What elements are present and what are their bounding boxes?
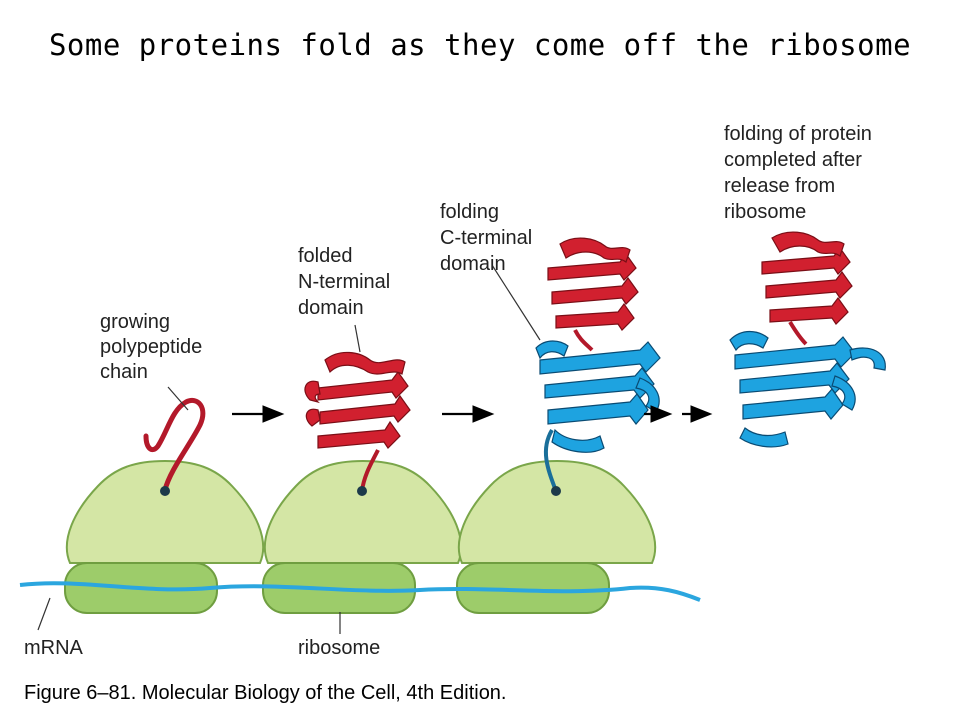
label-folding-completed: folding of protein completed after relea… bbox=[724, 123, 877, 223]
ribosome-2 bbox=[262, 459, 463, 614]
exit-site bbox=[357, 486, 367, 496]
ribosome-large-subunit bbox=[457, 459, 657, 564]
label-mrna: mRNA bbox=[24, 637, 84, 659]
label-ribosome: ribosome bbox=[298, 637, 380, 659]
n-terminal-domain bbox=[547, 237, 639, 331]
n-domain-stage2 bbox=[304, 351, 411, 496]
n-terminal-domain bbox=[761, 231, 853, 325]
label-folded-n-domain: folded N-terminal domain bbox=[298, 245, 396, 319]
exit-site bbox=[551, 486, 561, 496]
folded-pointer-line bbox=[354, 324, 361, 353]
label-folding-c-domain: folding C-terminal domain bbox=[440, 201, 538, 275]
figure-caption: Figure 6–81. Molecular Biology of the Ce… bbox=[24, 682, 507, 704]
slide-title: Some proteins fold as they come off the … bbox=[48, 28, 912, 62]
growing-chain bbox=[143, 398, 206, 496]
c-terminal-domain bbox=[729, 330, 886, 448]
mrna-strand bbox=[19, 581, 701, 602]
c-terminal-domain bbox=[535, 340, 661, 453]
nascent-polypeptide bbox=[143, 398, 206, 493]
mrna-pointer-line bbox=[37, 597, 51, 631]
completed-protein bbox=[729, 231, 886, 448]
ribosome-large-subunit bbox=[65, 459, 265, 564]
ribosome-3 bbox=[456, 459, 657, 614]
tether bbox=[543, 428, 558, 492]
folding-pointer-line bbox=[491, 264, 541, 341]
label-growing-chain: growing polypeptide chain bbox=[100, 311, 208, 383]
stage3-protein bbox=[535, 237, 661, 496]
growing-pointer-line bbox=[167, 386, 189, 411]
ribosome-large-subunit bbox=[263, 459, 463, 564]
exit-site bbox=[160, 486, 170, 496]
